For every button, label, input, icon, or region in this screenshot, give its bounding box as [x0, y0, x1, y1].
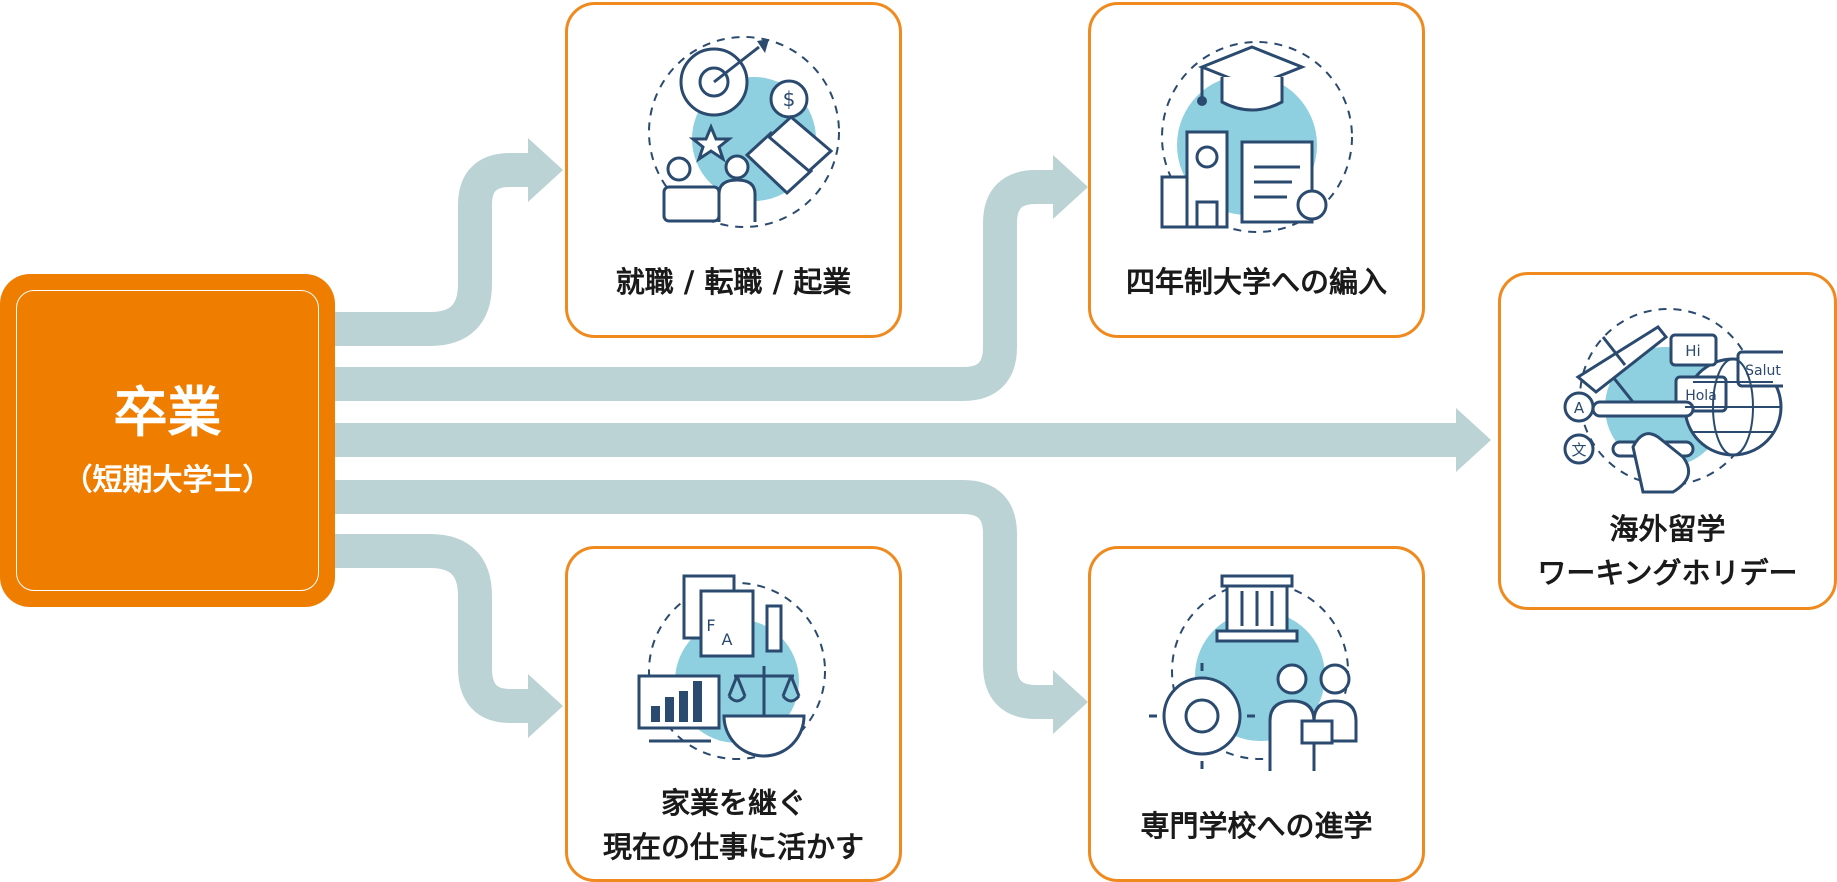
school-gear-icon [1148, 574, 1357, 771]
card-study-abroad-label-2: ワーキングホリデー [1537, 556, 1798, 590]
hola-bubble-text: Hola [1685, 388, 1717, 404]
svg-text:$: $ [782, 87, 795, 111]
business-handshake-icon: $ [647, 36, 840, 228]
card-family-business-label-1: 家業を継ぐ [660, 786, 806, 820]
card-employment-label: 就職 / 転職 / 起業 [615, 265, 852, 299]
arrow-to-family-business [335, 534, 535, 723]
kanji-text: 文 [1571, 441, 1586, 459]
documents-scales-icon: F A [637, 574, 826, 760]
card-family-business: F A 家業を継ぐ 現在の仕事に活かす [565, 546, 902, 882]
travel-language-icon: Hi Salut Hola A 文 [1563, 308, 1783, 494]
card-vocational-label: 専門学校への進学 [1140, 809, 1373, 843]
arrow-to-employment [335, 153, 535, 346]
salut-bubble-text: Salut [1745, 363, 1781, 379]
letter-f-text: F [706, 616, 715, 635]
graduation-university-icon [1160, 41, 1353, 233]
card-study-abroad: Hi Salut Hola A 文 海外留学 ワーキングホリデー [1498, 272, 1837, 610]
card-university-label: 四年制大学への編入 [1125, 265, 1387, 299]
graduation-box-inner: 卒業 （短期大学士） [16, 290, 319, 591]
arrowhead-employment [528, 138, 563, 202]
arrowhead-study-abroad [1456, 408, 1491, 472]
card-family-business-label-2: 現在の仕事に活かす [602, 830, 864, 864]
graduation-title: 卒業 [113, 381, 222, 445]
graduation-box: 卒業 （短期大学士） [0, 274, 335, 607]
arrowhead-family-business [528, 674, 563, 738]
card-employment: $ 就職 / 転職 / 起業 [565, 2, 902, 338]
arrow-to-vocational [335, 480, 1060, 719]
graduation-subtitle: （短期大学士） [62, 462, 273, 498]
arrowhead-vocational [1053, 670, 1088, 734]
arrowhead-university [1053, 155, 1088, 219]
card-vocational: 専門学校への進学 [1088, 546, 1425, 882]
letter-a-doc-text: A [721, 630, 732, 649]
arrow-to-university [335, 170, 1060, 401]
hi-bubble-text: Hi [1685, 342, 1700, 360]
letter-a-text: A [1573, 399, 1584, 417]
card-university: 四年制大学への編入 [1088, 2, 1425, 338]
card-study-abroad-label-1: 海外留学 [1609, 512, 1726, 546]
